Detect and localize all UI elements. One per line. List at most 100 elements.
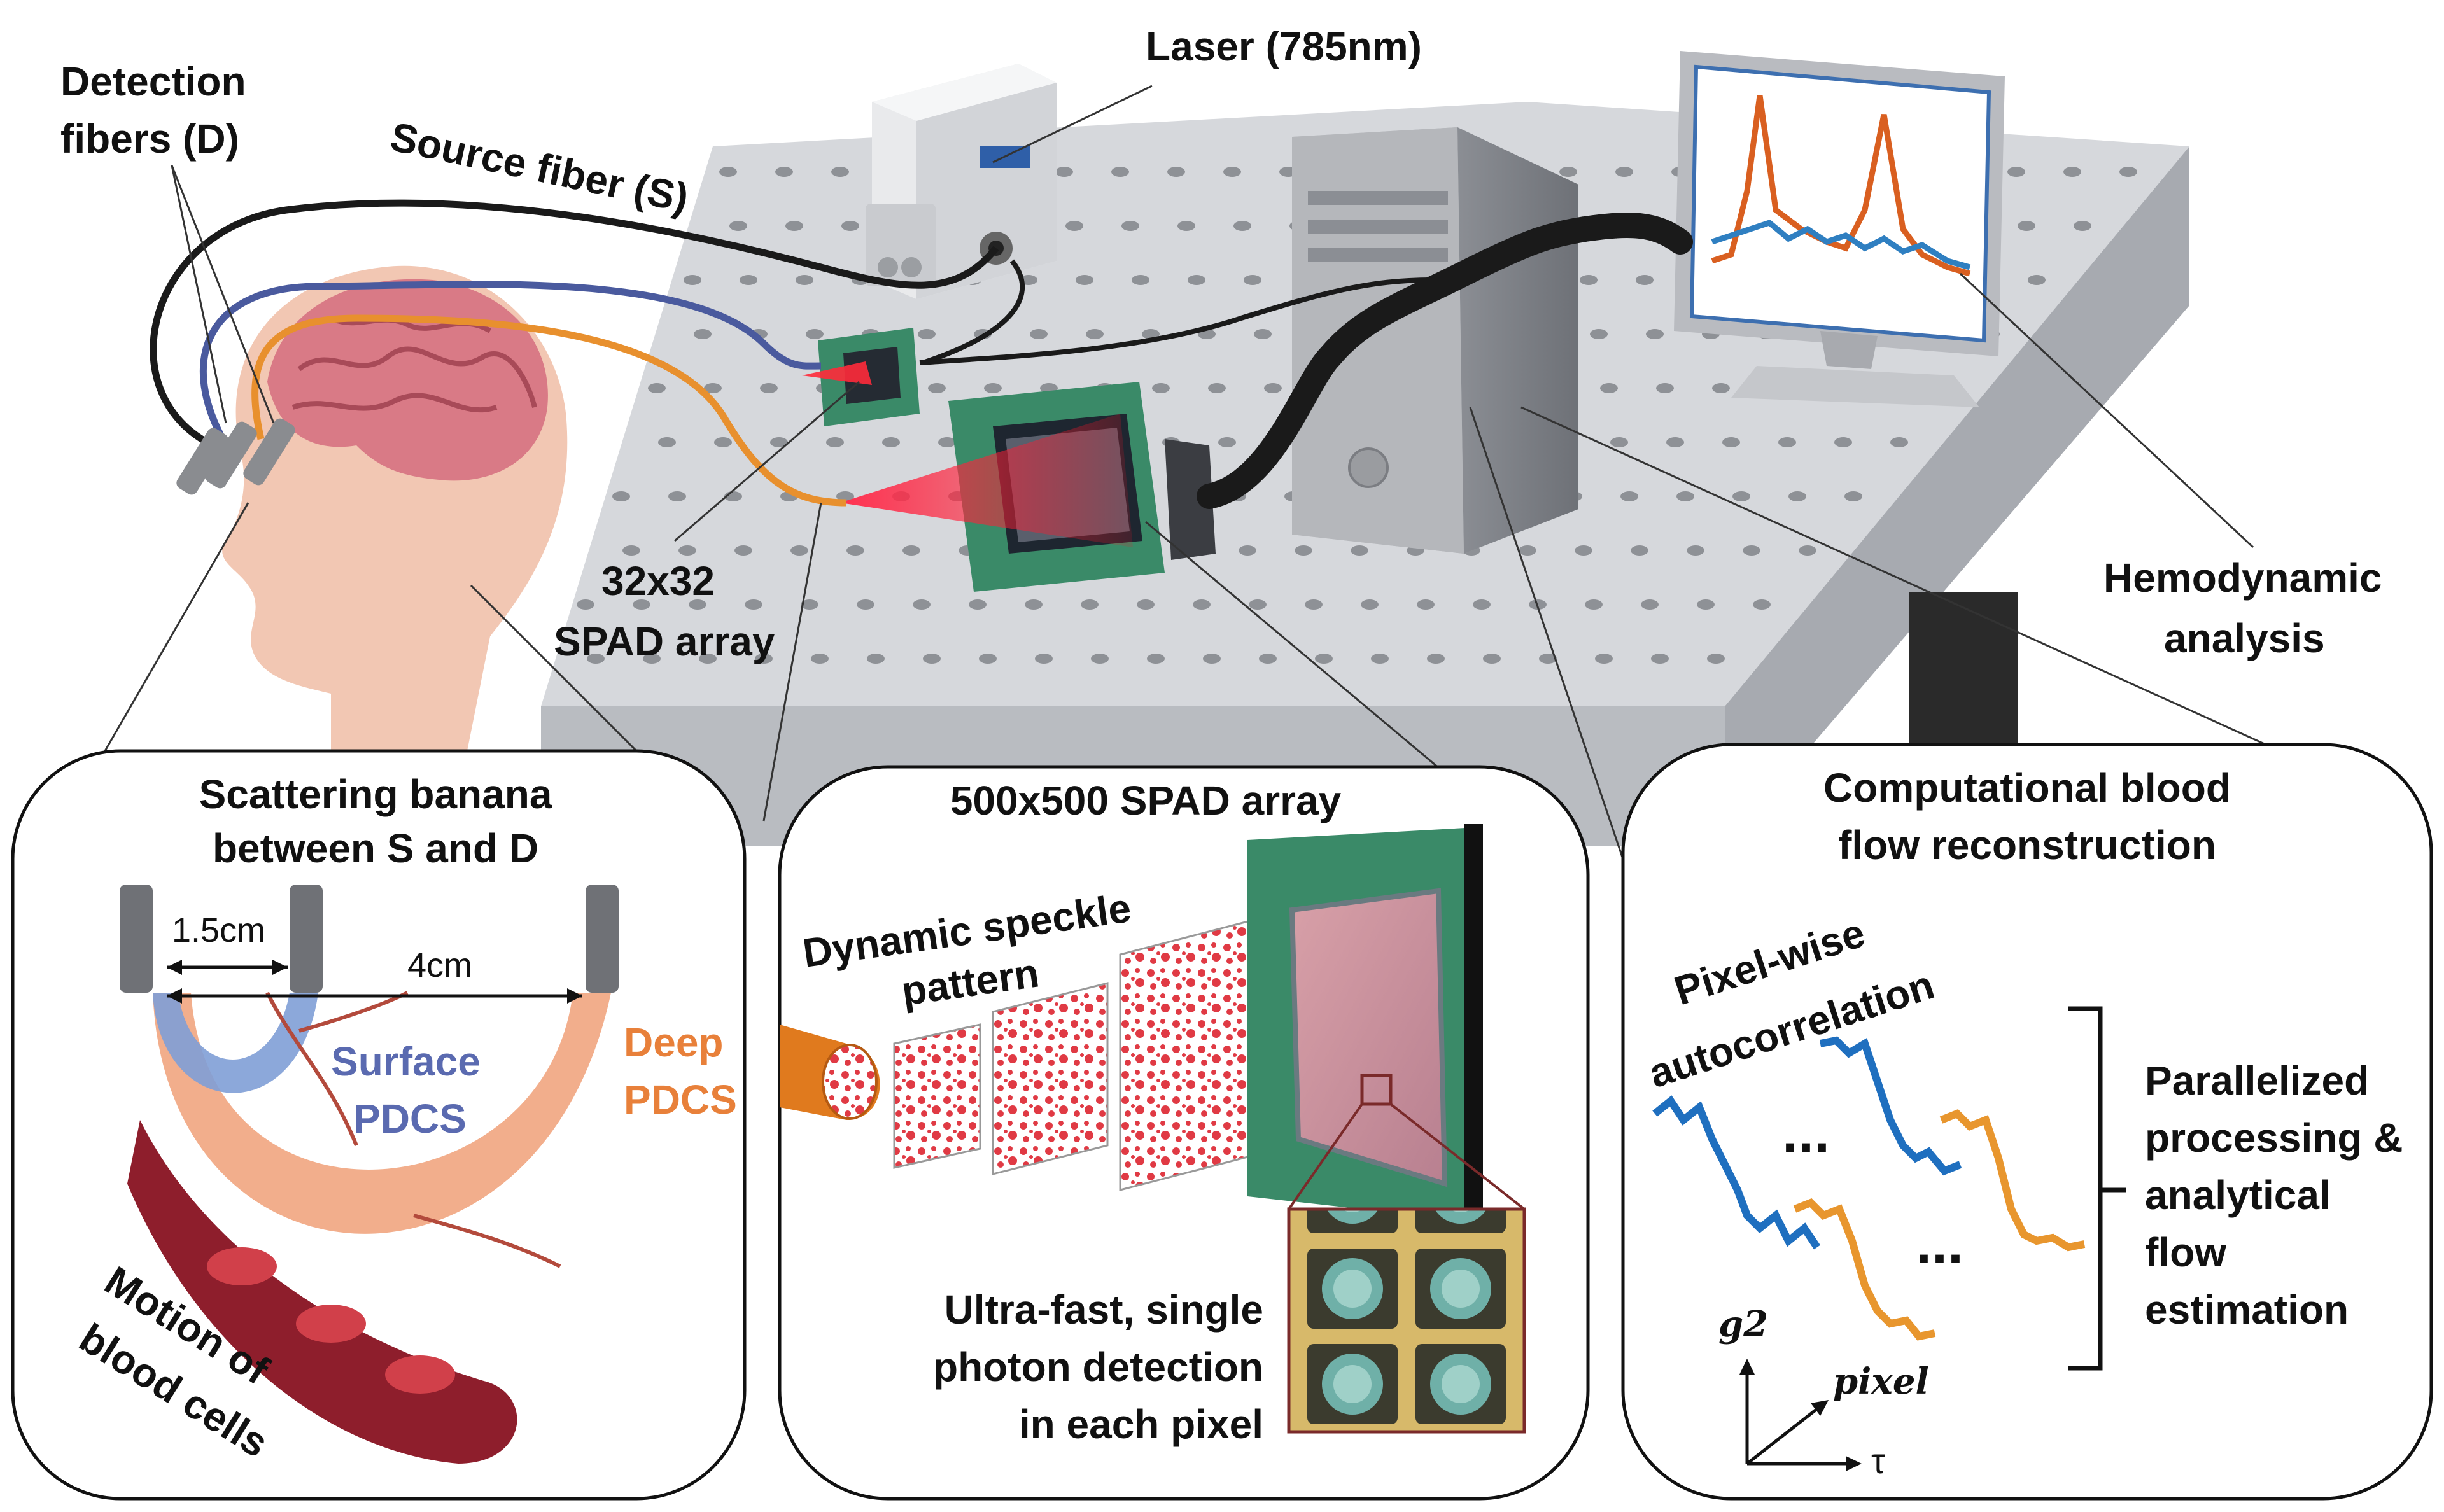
table-hole [2074, 221, 2091, 231]
parallel-label-3: analytical [2145, 1172, 2331, 1218]
table-hole [1427, 654, 1445, 664]
table-hole [1610, 437, 1628, 447]
right-panel-title-1: Computational blood [1823, 765, 2231, 811]
table-hole [2007, 167, 2025, 177]
spad-chip-edge [1464, 824, 1483, 1222]
table-hole [1712, 383, 1730, 393]
table-hole [612, 491, 630, 501]
table-hole [740, 275, 757, 285]
table-hole [775, 167, 793, 177]
surface-pdcs-1: Surface [331, 1039, 481, 1084]
table-hole [1076, 275, 1093, 285]
table-hole [806, 329, 824, 339]
pixel-zoom [1287, 1207, 1526, 1434]
table-hole [704, 383, 722, 393]
table-hole [902, 545, 920, 556]
monitor-trace-orange [1711, 95, 1971, 277]
head-illustration [222, 265, 568, 764]
power-button [1348, 447, 1389, 488]
table-hole [1580, 275, 1598, 285]
probe-deep-detector [586, 885, 619, 993]
table-hole [1167, 167, 1185, 177]
laser-to-board-cable [922, 259, 1025, 365]
middle-panel-title: 500x500 SPAD array [950, 778, 1342, 823]
table-side-edge [1725, 146, 2189, 846]
table-hole [1539, 654, 1557, 664]
left-panel-title-1: Scattering banana [199, 771, 552, 817]
autocorr-curve-3 [1793, 1198, 1936, 1341]
axis-g2: g2 [1718, 1303, 1768, 1345]
table-hole [1417, 599, 1435, 610]
speckle-frame-2 [992, 982, 1109, 1175]
table-hole [790, 545, 808, 556]
table-hole [1646, 329, 1664, 339]
table-hole [1666, 437, 1684, 447]
table-hole [826, 437, 844, 447]
table-hole [1743, 545, 1760, 556]
monitor [1674, 51, 2005, 407]
table-hole [2119, 167, 2137, 177]
axis-tau: τ [1871, 1441, 1885, 1481]
table-hole [770, 437, 788, 447]
table-hole [928, 383, 946, 393]
table-hole [1264, 383, 1282, 393]
table-hole [1132, 275, 1149, 285]
table-hole [1315, 654, 1333, 664]
table-hole [1641, 599, 1659, 610]
table-hole [979, 654, 997, 664]
detection-label-3: in each pixel [1019, 1401, 1263, 1447]
table-hole [1035, 654, 1053, 664]
spad500-board [840, 382, 1216, 592]
panel-reconstruction: Computational blood flow reconstruction … [1621, 743, 2433, 1501]
deep-detection-fiber [251, 314, 847, 507]
probe-source [120, 885, 153, 993]
table-hole [913, 599, 931, 610]
table-hole [1081, 599, 1099, 610]
table-hole [622, 545, 640, 556]
table-hole [923, 654, 941, 664]
table-hole [1651, 654, 1669, 664]
table-hole [1254, 329, 1272, 339]
table-hole [760, 383, 778, 393]
table-hole [1483, 654, 1501, 664]
table-hole [1834, 437, 1852, 447]
table-hole [1351, 545, 1368, 556]
table-hole [1590, 329, 1608, 339]
table-hole [1025, 599, 1043, 610]
table-hole [867, 654, 885, 664]
label-hemodynamic-2: analysis [2164, 615, 2325, 661]
table-hole [1636, 275, 1654, 285]
label-hemodynamic-1: Hemodynamic [2103, 555, 2382, 601]
laser-to-board-cable-2 [919, 277, 1433, 365]
parallel-label-4: flow [2145, 1229, 2226, 1275]
table-hole [1799, 545, 1816, 556]
table-hole [1707, 654, 1725, 664]
table-hole [1065, 221, 1083, 231]
label-detection-fibers-2: fibers (D) [60, 116, 239, 162]
table-hole [918, 329, 936, 339]
table-hole [689, 599, 706, 610]
table-hole [1575, 545, 1592, 556]
small-laser-beam [802, 361, 872, 385]
table-hole [1188, 275, 1205, 285]
table-hole [699, 654, 717, 664]
table-hole [1890, 437, 1908, 447]
table-hole [633, 599, 650, 610]
table-hole [1844, 491, 1862, 501]
table-hole [1142, 329, 1160, 339]
parallel-label-2: processing & [2145, 1115, 2403, 1161]
ellipsis-2: ... [1916, 1212, 1963, 1276]
parallel-label-1: Parallelized [2145, 1058, 2369, 1103]
table-hole [1091, 654, 1109, 664]
table-hole [1203, 654, 1221, 664]
table-hole [1147, 654, 1165, 664]
distance-long: 4cm [407, 946, 472, 984]
table-hole [1519, 545, 1536, 556]
surface-pdcs-2: PDCS [353, 1096, 467, 1142]
table-hole [984, 383, 1002, 393]
table-hole [785, 221, 803, 231]
table-hole [1595, 654, 1613, 664]
table-hole [1361, 599, 1379, 610]
table-hole [2063, 167, 2081, 177]
